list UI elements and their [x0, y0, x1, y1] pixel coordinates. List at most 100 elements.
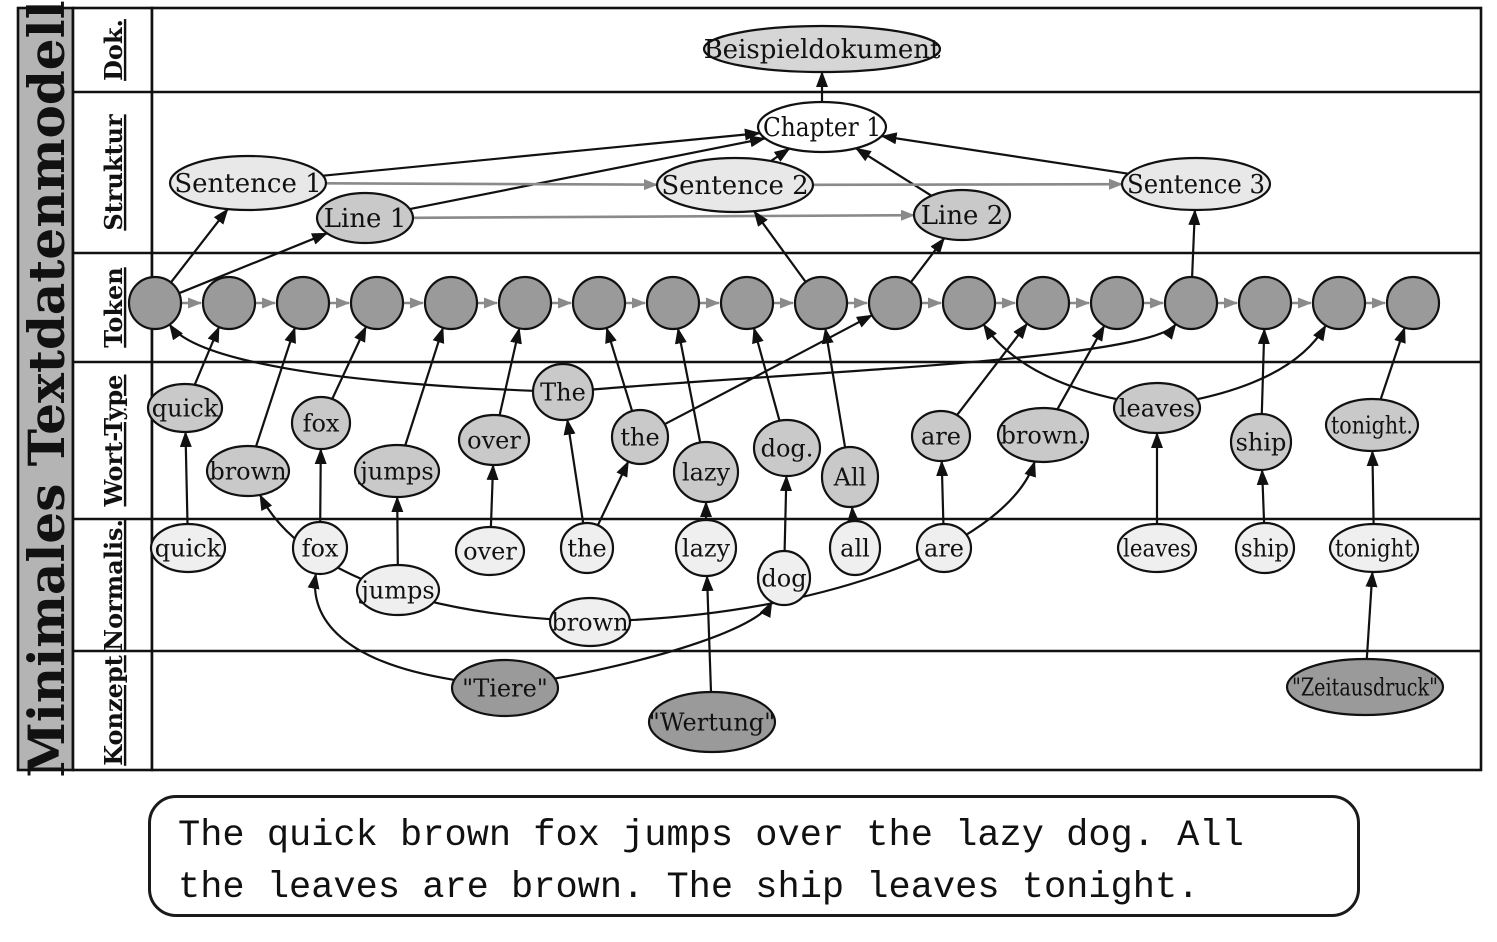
wt_jumps-shape: [353, 443, 441, 499]
row-label-dok: Dok.: [99, 19, 128, 81]
edge-n_the-wt_the: [596, 460, 630, 526]
node-k_zeit: "Zeitausdruck": [1285, 657, 1445, 717]
node-wt_lazy: lazy: [672, 440, 740, 504]
n_quick-label: quick: [155, 534, 222, 562]
node-n_lazy: lazy: [674, 518, 738, 578]
edge-k_tiere-n_fox: [307, 572, 455, 681]
node-wt_fox: fox: [290, 395, 352, 451]
wt_leaves-shape: [1112, 381, 1202, 435]
wt_All-shape: [820, 445, 880, 509]
n_the-label: the: [567, 534, 606, 562]
edge-sentence1-sentence2: [325, 179, 658, 191]
n_are-shape: [915, 522, 973, 574]
n_ship-shape: [1234, 521, 1296, 575]
wt_ship-shape: [1229, 412, 1293, 472]
wt_leaves-label: leaves: [1119, 394, 1195, 422]
edge-t0-sentence1: [170, 208, 229, 284]
edge-n_are-wt_are: [936, 460, 949, 525]
token-row: [127, 275, 1441, 331]
k_zeit-label: "Zeitausdruck": [1292, 673, 1438, 701]
wt_quick-shape: [146, 382, 224, 434]
wt_The-shape: [531, 362, 595, 422]
node-wt_are: are: [910, 409, 972, 463]
node-line2: Line 2: [912, 188, 1012, 242]
node-n_are: are: [915, 522, 973, 574]
node-n_all: all: [828, 519, 882, 577]
node-wt_ship: ship: [1229, 412, 1293, 472]
wt_The-label: The: [540, 378, 586, 406]
node-n_quick: quick: [149, 522, 227, 574]
n_over-shape: [454, 525, 526, 577]
edges: [168, 71, 1406, 693]
source-line-1: The quick brown fox jumps over the lazy …: [178, 815, 1244, 857]
node-sentence2: Sentence 2: [655, 156, 815, 214]
sentence1-label: Sentence 1: [174, 169, 321, 199]
edge-n_quick-wt_quick: [179, 431, 192, 525]
edge-wt_over-t5: [498, 327, 522, 416]
line2-shape: [912, 188, 1012, 242]
node-wt_leaves: leaves: [1112, 381, 1202, 435]
token-5-over: [497, 275, 553, 331]
n_all-label: all: [840, 534, 870, 562]
node-beispieldokument: Beispieldokument: [702, 24, 942, 74]
sentence3-shape: [1120, 156, 1272, 212]
n_fox-label: fox: [302, 534, 339, 562]
wt_brown-label: brown: [209, 457, 286, 485]
wt_quick-label: quick: [152, 394, 219, 422]
edge-wt_dog-t8: [752, 327, 781, 421]
n_brown-shape: [548, 596, 632, 648]
node-n_jumps: jumps: [355, 563, 441, 617]
edge-k_wertung-n_lazy: [701, 575, 714, 693]
wt_All-label: All: [833, 463, 867, 491]
wt_lazy-shape: [672, 440, 740, 504]
n_dog-shape: [756, 549, 812, 607]
n_ship-label: ship: [1241, 534, 1289, 562]
token-12-are: [1015, 275, 1071, 331]
wt_ship-label: ship: [1236, 428, 1287, 456]
wt_are-label: are: [921, 422, 961, 450]
n_leaves-shape: [1116, 522, 1198, 574]
token-3-fox: [349, 275, 405, 331]
wt_the-label: the: [620, 423, 659, 451]
edge-wt_leaves-t16: [1197, 324, 1327, 401]
node-wt_dog: dog.: [752, 418, 822, 478]
wt_dog-label: dog.: [761, 434, 814, 462]
edge-k_tiere-n_dog: [554, 601, 773, 680]
edge-wt_brown2-t13: [1056, 324, 1106, 410]
sidebar-title: Minimales Textdatenmodell: [17, 0, 76, 777]
row-label-column: [71, 6, 154, 772]
edge-n_jumps-wt_jumps: [391, 496, 404, 566]
n_quick-shape: [149, 522, 227, 574]
sentence2-shape: [655, 156, 815, 214]
line2-label: Line 2: [921, 201, 1004, 231]
edge-wt_ship-t15: [1257, 328, 1270, 415]
node-wt_All: All: [820, 445, 880, 509]
n_are-label: are: [924, 534, 964, 562]
edge-t14-sentence3: [1188, 209, 1201, 278]
sentence1-shape: [168, 154, 328, 212]
edge-line1-chapter1: [409, 135, 766, 211]
edge-line2-chapter1: [854, 147, 932, 197]
row-label-struktur: Struktur: [99, 114, 128, 231]
row-label-wort_type: Wort-Type: [99, 375, 128, 508]
node-n_tonight: tonight: [1328, 522, 1420, 574]
n_leaves-label: leaves: [1123, 534, 1191, 562]
node-n_fox: fox: [291, 520, 349, 576]
k_wertung-shape: [647, 690, 777, 754]
wt_fox-shape: [290, 395, 352, 451]
beispieldokument-label: Beispieldokument: [704, 35, 941, 65]
node-wt_the: the: [610, 408, 670, 466]
edge-sentence2-sentence3: [812, 178, 1123, 190]
row-label-normalis: Normalis.: [99, 519, 128, 651]
sentence2-label: Sentence 2: [661, 171, 808, 201]
line1-shape: [315, 191, 415, 245]
sentence3-label: Sentence 3: [1127, 170, 1265, 200]
wt_the-shape: [610, 408, 670, 466]
wt_fox-label: fox: [303, 409, 340, 437]
row-label-konzept: Konzept: [99, 655, 128, 766]
edge-n_over-wt_over: [486, 464, 499, 528]
edge-k_zeit-n_tonight: [1365, 571, 1378, 660]
edge-wt_brown-t2: [254, 326, 296, 447]
